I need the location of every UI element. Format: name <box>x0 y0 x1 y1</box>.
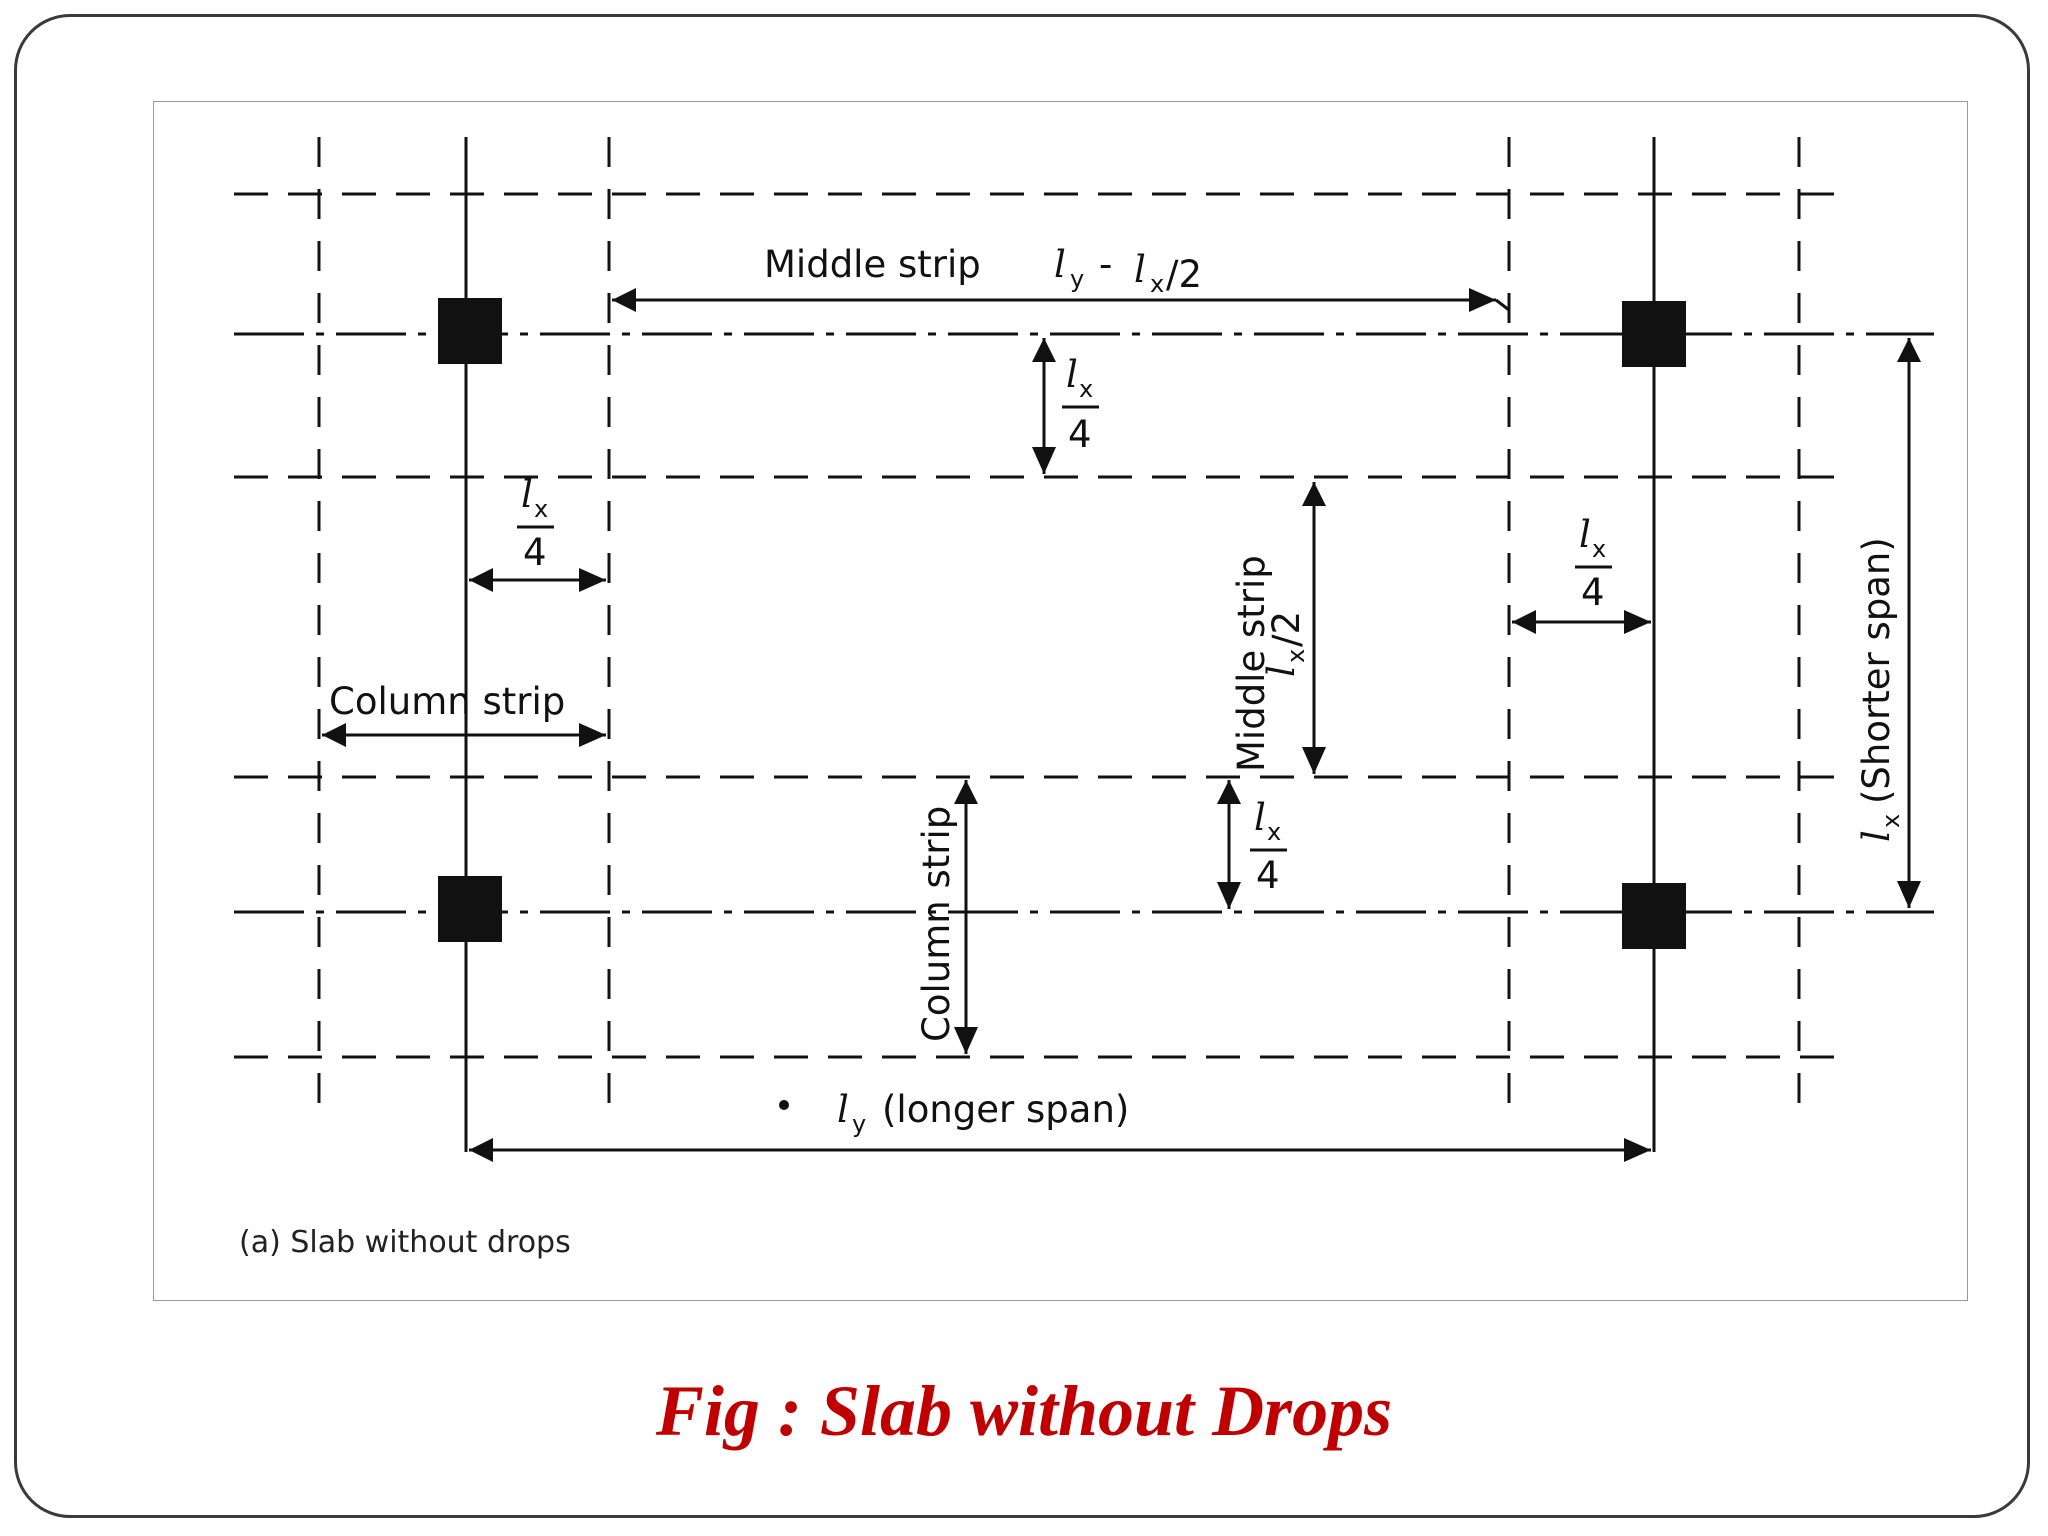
label-column-strip-vertical: Column strip <box>915 806 958 1042</box>
label-longer-span: (longer span) <box>882 1088 1129 1131</box>
stray-dot <box>779 1100 789 1110</box>
label-shorter-span-symbol: l <box>1855 830 1898 842</box>
slide-caption: Fig : Slab without Drops <box>655 1371 1393 1451</box>
columns <box>438 298 1686 949</box>
label-middle-strip-formula-symbol: l <box>1260 665 1303 677</box>
slab-diagram: Middle strip l y - l x /2 l x 4 l x 4 Co… <box>234 137 1934 1260</box>
label-middle-strip-formula-suffix: /2 <box>1265 611 1308 647</box>
label-middle-strip-formula-sub: x <box>1282 649 1310 663</box>
column-gridlines <box>464 137 1656 1152</box>
label-dash: - <box>1099 243 1112 286</box>
fraction-lx4-top: l x 4 <box>1062 353 1099 456</box>
dim-middle-strip-tick <box>1495 298 1510 312</box>
fraction-denominator: 4 <box>1256 854 1280 897</box>
fraction-lx4-bottom: l x 4 <box>1250 796 1287 897</box>
fraction-numerator: l <box>1254 796 1266 839</box>
label-ly-symbol: l <box>1054 243 1066 286</box>
fraction-lx4-left: l x 4 <box>517 473 554 574</box>
figure-caption: (a) Slab without drops <box>239 1225 571 1260</box>
fraction-numerator-sub: x <box>1592 535 1606 563</box>
label-lx-symbol: l <box>1134 248 1146 291</box>
figure-box: Middle strip l y - l x /2 l x 4 l x 4 Co… <box>153 101 1968 1301</box>
label-column-strip-vertical-group: Column strip <box>915 806 958 1042</box>
fraction-numerator-sub: x <box>534 495 548 523</box>
fraction-numerator: l <box>521 473 533 516</box>
label-half-suffix: /2 <box>1166 253 1202 296</box>
column-centerlines <box>234 332 1934 914</box>
fraction-denominator: 4 <box>523 531 547 574</box>
label-longer-span-symbol: l <box>837 1088 849 1131</box>
fraction-lx4-right: l x 4 <box>1575 513 1612 614</box>
column-top-right <box>1622 301 1686 367</box>
fraction-numerator: l <box>1066 353 1078 396</box>
label-shorter-span: (Shorter span) <box>1855 537 1898 804</box>
fraction-numerator-sub: x <box>1079 375 1093 403</box>
label-longer-span-sub: y <box>852 1110 866 1138</box>
label-middle-strip-vertical: Middle strip <box>1230 555 1273 772</box>
dimension-arrows <box>322 288 1921 1162</box>
column-top-left <box>438 298 502 364</box>
label-middle-strip-vertical-group: Middle strip <box>1230 555 1273 772</box>
label-middle-strip-formula-group: l x /2 <box>1260 611 1310 677</box>
label-middle-strip-top: Middle strip <box>764 243 981 286</box>
label-ly-sub: y <box>1070 265 1084 293</box>
fraction-denominator: 4 <box>1581 571 1605 614</box>
label-shorter-span-group: l x (Shorter span) <box>1855 537 1905 842</box>
column-bottom-right <box>1622 883 1686 949</box>
column-bottom-left <box>438 876 502 942</box>
fraction-numerator: l <box>1579 513 1591 556</box>
label-shorter-span-sub: x <box>1877 814 1905 828</box>
fraction-numerator-sub: x <box>1267 818 1281 846</box>
label-lx-sub: x <box>1150 270 1164 298</box>
strip-boundaries-vertical <box>317 137 1801 1112</box>
fraction-denominator: 4 <box>1068 413 1092 456</box>
label-column-strip-horizontal: Column strip <box>329 680 565 723</box>
